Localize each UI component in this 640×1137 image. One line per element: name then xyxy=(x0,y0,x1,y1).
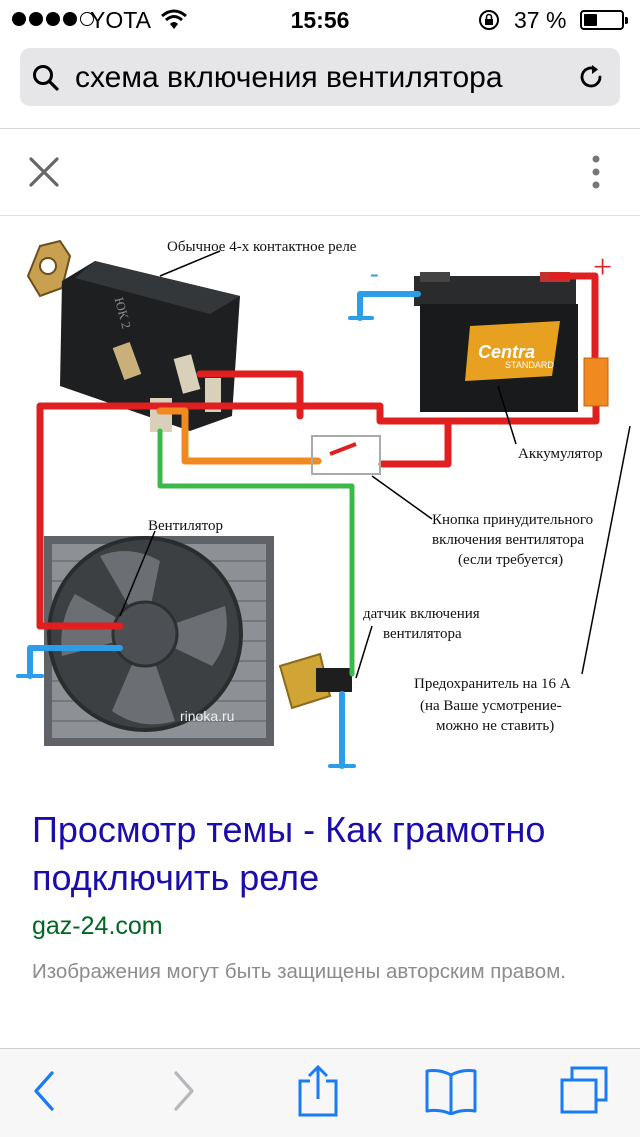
status-bar: YOTA 15:56 37 % xyxy=(0,0,640,40)
forward-icon[interactable] xyxy=(170,1069,198,1113)
minus-sign: - xyxy=(370,259,379,288)
battery-model-text: STANDARD xyxy=(505,360,554,370)
address-bar[interactable]: схема включения вентилятора xyxy=(20,48,620,106)
button-label-line3: (если требуется) xyxy=(458,552,563,568)
sensor-label-line2: вентилятора xyxy=(383,626,462,642)
button-label-line1: Кнопка принудительного xyxy=(432,512,593,528)
fuse-illustration xyxy=(583,357,609,407)
battery-label: Аккумулятор xyxy=(518,446,603,462)
clock: 15:56 xyxy=(290,7,350,33)
battery-illustration: Centra STANDARD xyxy=(414,272,578,412)
copyright-notice: Изображения могут быть защищены авторски… xyxy=(32,960,567,983)
close-icon[interactable] xyxy=(28,156,60,188)
sensor-illustration xyxy=(278,652,352,710)
sensor-label-line1: датчик включения xyxy=(363,606,480,622)
result-image[interactable]: rinoka.ru ЮК 2 Centra STANDARD xyxy=(0,216,640,772)
more-options-icon[interactable] xyxy=(584,153,608,193)
signal-strength-icon xyxy=(12,12,94,26)
wifi-icon xyxy=(161,9,187,29)
orientation-lock-icon xyxy=(479,10,499,30)
battery-icon xyxy=(580,10,628,30)
button-label-line2: включения вентилятора xyxy=(432,532,584,548)
result-site[interactable]: gaz-24.com xyxy=(32,912,163,940)
bookmarks-icon[interactable] xyxy=(424,1067,478,1115)
divider xyxy=(0,128,640,129)
share-icon[interactable] xyxy=(296,1063,340,1119)
relay-label: Обычное 4-х контактное реле xyxy=(167,239,357,255)
plus-sign: + xyxy=(593,249,612,286)
search-query-text[interactable]: схема включения вентилятора xyxy=(75,61,503,94)
fuse-label-line3: можно не ставить) xyxy=(436,718,554,734)
watermark-text: rinoka.ru xyxy=(180,708,234,724)
battery-brand-text: Centra xyxy=(478,342,535,362)
fan-illustration: rinoka.ru xyxy=(44,536,274,746)
browser-toolbar xyxy=(0,1048,640,1137)
divider xyxy=(0,215,640,216)
reload-icon[interactable] xyxy=(576,62,606,92)
tabs-icon[interactable] xyxy=(558,1065,610,1117)
switch-box xyxy=(311,435,381,475)
carrier-name: YOTA xyxy=(90,7,151,33)
wiring-diagram: rinoka.ru ЮК 2 Centra STANDARD xyxy=(16,239,631,769)
fan-label: Вентилятор xyxy=(148,518,223,534)
battery-percent: 37 % xyxy=(514,7,567,33)
fuse-label-line1: Предохранитель на 16 А xyxy=(414,676,571,692)
result-title-link[interactable]: Просмотр темы - Как грамотно подключить … xyxy=(32,809,546,898)
back-icon[interactable] xyxy=(30,1069,58,1113)
fuse-label-line2: (на Ваше усмотрение- xyxy=(420,698,562,714)
search-icon xyxy=(33,65,59,91)
